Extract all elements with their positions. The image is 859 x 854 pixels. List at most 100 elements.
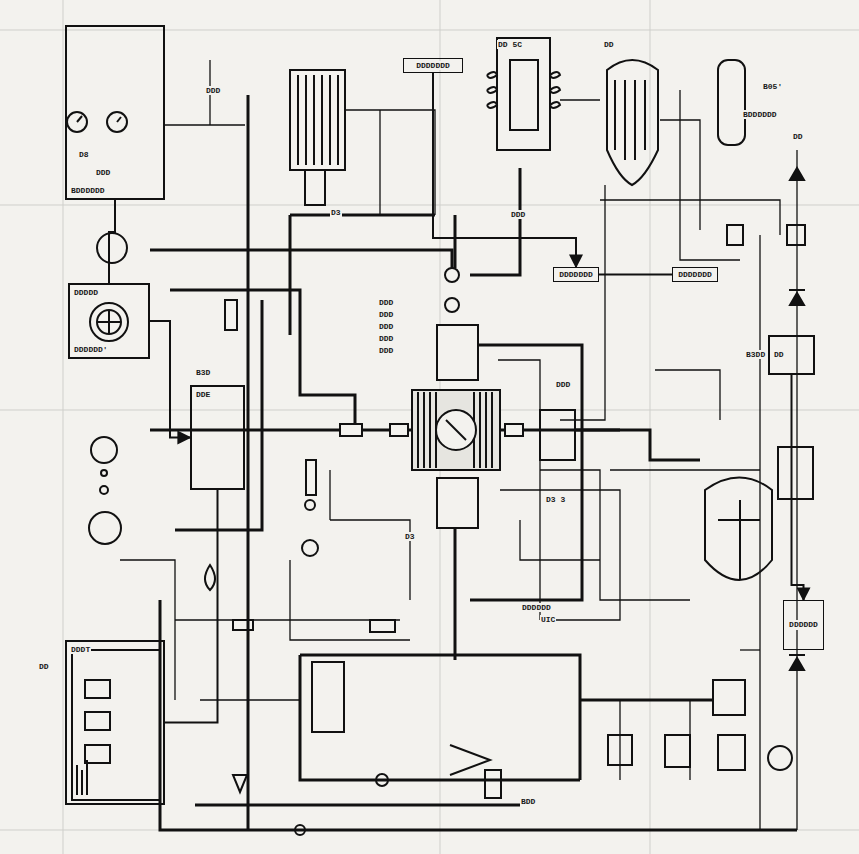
motor-symbol (290, 70, 345, 170)
thin-wire (330, 520, 410, 600)
callout-label: DDD (378, 310, 394, 319)
gauge (91, 437, 117, 463)
heavy-wire (150, 95, 797, 830)
gauge (89, 512, 121, 544)
grid-line (0, 410, 859, 411)
heavy-wire (575, 430, 700, 460)
thin-wire (500, 490, 620, 620)
callout-label: DDD (510, 210, 526, 219)
connector-wire (599, 274, 672, 276)
gauge (101, 470, 107, 476)
motor-symbol (298, 75, 338, 165)
thin-wire (175, 619, 400, 620)
thin-wire (740, 649, 760, 650)
callout-label: DDD (378, 322, 394, 331)
component-symbol (77, 760, 87, 795)
component-symbol (85, 745, 110, 763)
component-symbol (85, 680, 110, 698)
engine-symbol (540, 410, 575, 460)
motor-symbol (97, 310, 121, 334)
thin-wire (759, 235, 760, 830)
component-symbol (72, 300, 792, 835)
engine-symbol (727, 225, 743, 245)
component-symbol (370, 620, 395, 632)
component-box: DDDDD DDDDDD' (68, 283, 150, 359)
callout-label: DDD (378, 346, 394, 355)
transformer-symbol (510, 60, 538, 130)
tank-symbol (607, 60, 772, 580)
component-symbol (485, 770, 501, 798)
diode-symbol (790, 293, 804, 305)
engine-symbol (340, 225, 813, 528)
callout-label: DDD (378, 334, 394, 343)
callout-label: DD (38, 662, 50, 671)
engine-symbol (778, 447, 813, 499)
thin-wire (290, 560, 410, 640)
heavy-wire (290, 215, 435, 335)
callout-label: DDD (95, 168, 111, 177)
box-label: DDDDD (73, 288, 99, 297)
heavy-wire (160, 600, 797, 830)
engine-symbol (418, 392, 492, 468)
component-box: DDDDDDD (672, 267, 718, 282)
component-symbol (225, 300, 237, 330)
component-box: DDE (190, 385, 245, 490)
thin-wire (380, 110, 435, 215)
connector-wire (792, 375, 804, 600)
diode-symbol (789, 168, 805, 670)
tank-symbol (718, 60, 745, 145)
heavy-wire (580, 699, 713, 702)
callout-label: DDD (555, 380, 571, 389)
callout-label: BDD (520, 797, 536, 806)
component-symbol (665, 735, 690, 767)
component-symbol (233, 620, 253, 630)
motor-symbol (97, 310, 121, 334)
callout-label: BDDDDDD (742, 110, 778, 119)
component-symbol (72, 650, 160, 800)
thin-wire (120, 60, 797, 830)
grid-line (0, 205, 859, 206)
gauge (67, 112, 87, 132)
heavy-wire (470, 168, 520, 275)
engine-symbol (787, 225, 805, 245)
box-label: BDDDDDD (70, 186, 106, 195)
thin-wire (345, 109, 380, 110)
component-symbol (450, 745, 490, 775)
gauge (100, 486, 108, 494)
component-box: DDDT (65, 640, 165, 805)
transformer-symbol (550, 72, 560, 108)
heavy-wire (170, 290, 355, 430)
thin-wire (796, 150, 797, 830)
callout-label: D3 (404, 532, 416, 541)
component-box: DDDDDDD (403, 58, 463, 73)
box-label: DDDDDD' (73, 345, 109, 354)
component-box: DDDDDDD (553, 267, 599, 282)
box-label: DDDT (70, 645, 91, 654)
engine-symbol (437, 478, 478, 528)
thin-wire (560, 99, 600, 100)
component-box: DD (768, 335, 815, 375)
callout-label: D3 (330, 208, 342, 217)
motor-symbol (90, 303, 128, 341)
tank-symbol (705, 478, 772, 581)
component-symbol (718, 735, 745, 770)
gauge (67, 112, 127, 544)
callout-label: DD 5C (497, 40, 523, 49)
component-symbol (233, 775, 247, 792)
engine-symbol (446, 420, 466, 440)
component-symbol (376, 774, 388, 786)
callout-label: D8 (78, 150, 90, 159)
tank-symbol (607, 60, 658, 185)
component-symbol (205, 565, 215, 590)
diode-symbol (790, 658, 804, 670)
component-symbol (608, 735, 632, 765)
engine-symbol (445, 298, 459, 312)
box-label: DDDDDD (788, 620, 819, 629)
engine-symbol (340, 424, 362, 436)
heavy-wire (454, 215, 457, 268)
motor-symbol (90, 70, 345, 341)
thin-wire (680, 90, 740, 260)
